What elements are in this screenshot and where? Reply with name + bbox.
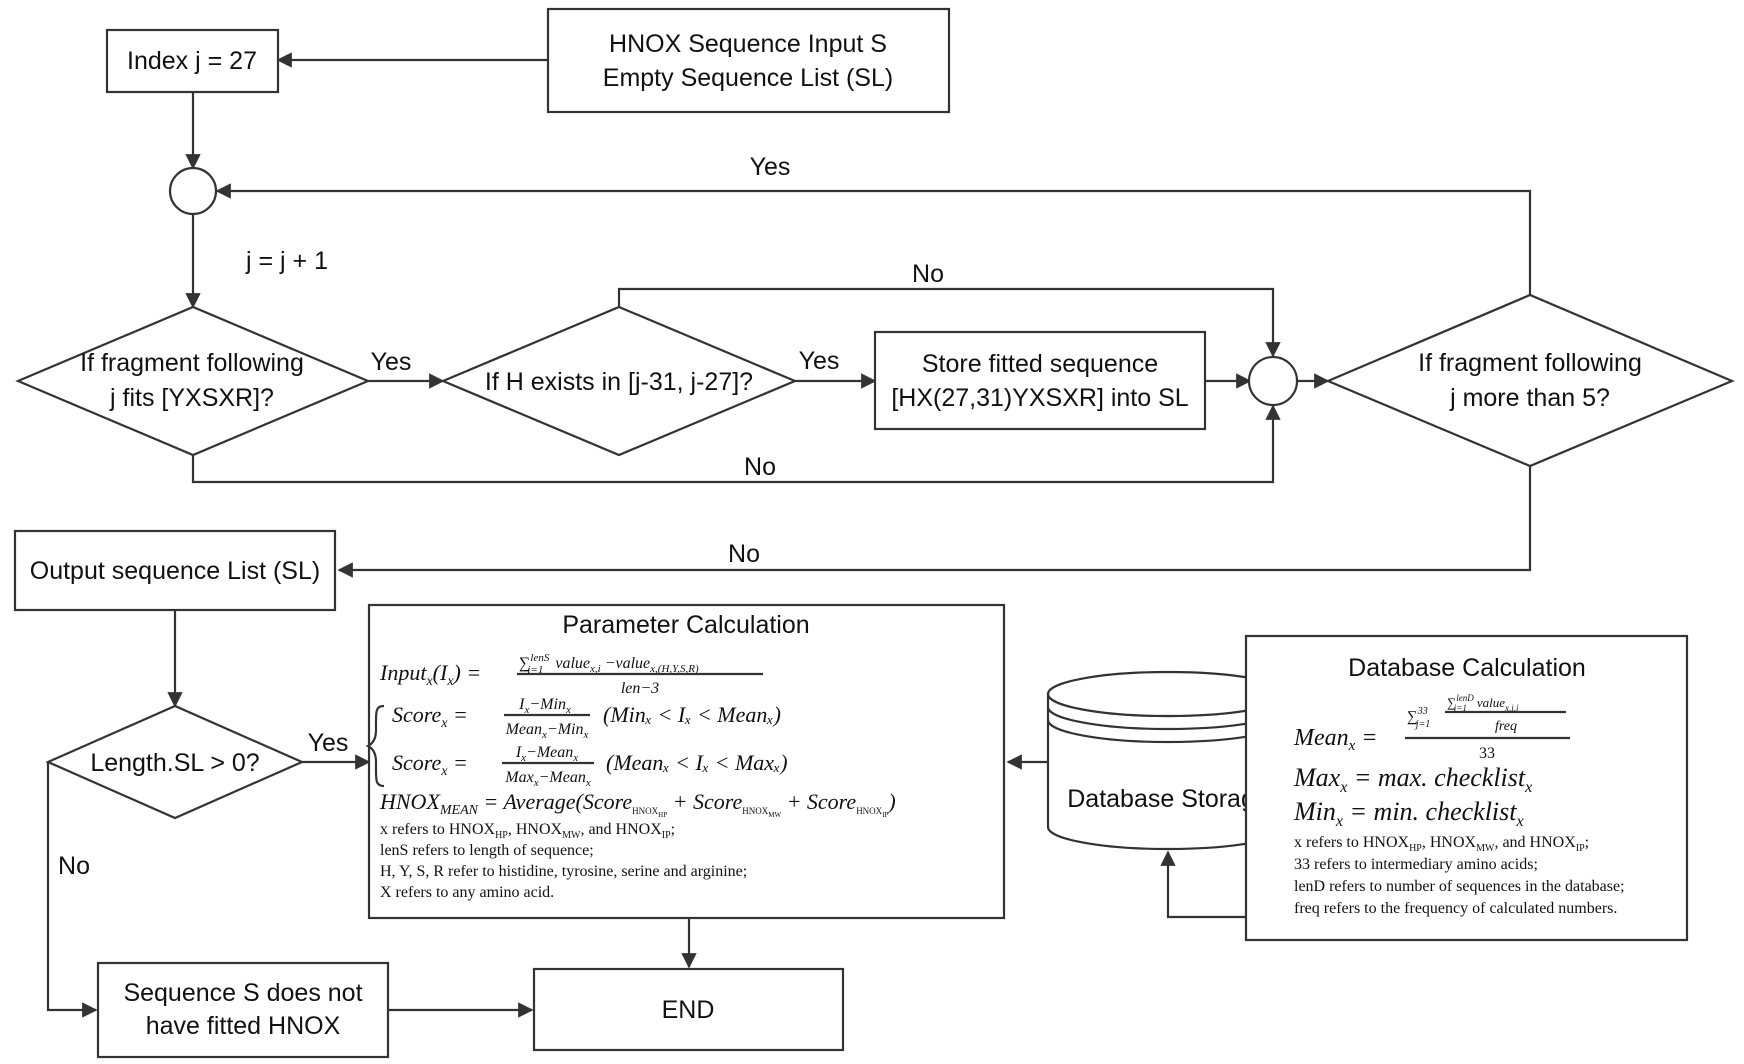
svg-text:Inputx(Ix) =: Inputx(Ix) = xyxy=(379,660,481,689)
param-note-4: X refers to any amino acid. xyxy=(380,884,554,901)
svg-text:Meanx−Minx: Meanx−Minx xyxy=(505,721,589,741)
equation-hnox-mean: HNOXMEAN = Average(ScoreHNOXHP + ScoreHN… xyxy=(379,789,896,819)
param-calc-title: Parameter Calculation xyxy=(562,611,809,639)
length-check-label: Length.SL > 0? xyxy=(90,749,259,777)
fragment-check-line2: j fits [YXSXR]? xyxy=(109,384,274,412)
param-note-2: lenS refers to length of sequence; xyxy=(380,842,594,859)
h-check-label: If H exists in [j-31, j-27]? xyxy=(485,368,753,396)
edge-labels: Yes No Yes Yes No No Yes No xyxy=(58,153,944,880)
equation-score-1: Scorex = Ix−Minx Meanx−Minx (Minₓ < Iₓ <… xyxy=(392,696,781,741)
label-loop-yes: Yes xyxy=(750,153,791,181)
db-note-4: freq refers to the frequency of calculat… xyxy=(1294,900,1617,917)
end-label: END xyxy=(662,996,715,1024)
arrow-more-no xyxy=(337,466,1532,578)
label-h-no: No xyxy=(912,260,944,288)
equation-brace xyxy=(365,704,385,788)
svg-text:Scorex =: Scorex = xyxy=(392,750,468,779)
store-line1: Store fitted sequence xyxy=(922,350,1158,378)
svg-text:(Minₓ < Iₓ < Meanₓ): (Minₓ < Iₓ < Meanₓ) xyxy=(603,702,781,727)
db-note-3: lenD refers to number of sequences in th… xyxy=(1294,878,1625,895)
output-label: Output sequence List (SL) xyxy=(30,557,320,585)
node-output: Output sequence List (SL) xyxy=(13,529,337,612)
increment-label: j = j + 1 xyxy=(245,247,328,275)
db-storage-label: Database Storage xyxy=(1067,785,1269,813)
svg-text:Meanx =: Meanx = xyxy=(1293,725,1378,754)
svg-text:len−3: len−3 xyxy=(621,680,659,697)
equation-score-2: Scorex = Ix−Meanx Maxx−Meanx (Meanₓ < Iₓ… xyxy=(392,744,788,789)
param-calc-panel: Parameter Calculation Inputx(Ix) = ∑lenS… xyxy=(365,603,1006,920)
svg-text:freq: freq xyxy=(1495,719,1517,734)
label-fragment-yes: Yes xyxy=(371,348,412,376)
svg-text:Maxx = max. checklistx: Maxx = max. checklistx xyxy=(1293,763,1532,796)
input-line2: Empty Sequence List (SL) xyxy=(603,64,893,92)
connectors xyxy=(46,52,1532,1018)
svg-text:HNOXMEAN = Average(ScoreHNOXHP: HNOXMEAN = Average(ScoreHNOXHP + ScoreHN… xyxy=(379,789,896,819)
svg-text:33: 33 xyxy=(1479,745,1495,762)
input-line1: HNOX Sequence Input S xyxy=(609,30,887,58)
label-length-yes: Yes xyxy=(308,729,349,757)
no-hnox-line2: have fitted HNOX xyxy=(146,1012,341,1040)
label-more-no: No xyxy=(728,540,760,568)
fragment-check-line1: If fragment following xyxy=(80,349,304,377)
svg-text:Maxx−Meanx: Maxx−Meanx xyxy=(504,769,591,789)
arrow-h-no xyxy=(617,287,1281,358)
node-h-check: If H exists in [j-31, j-27]? xyxy=(440,305,798,457)
junction-loop xyxy=(168,166,218,216)
no-hnox-line1: Sequence S does not xyxy=(123,979,362,1007)
param-note-1: x refers to HNOXHP, HNOXMW, and HNOXIP; xyxy=(380,821,675,841)
arrow-dbcalc-to-storage xyxy=(1160,850,1246,919)
param-note-3: H, Y, S, R refer to histidine, tyrosine,… xyxy=(380,863,747,880)
svg-text:Ix−Meanx: Ix−Meanx xyxy=(515,744,578,764)
node-fragment-check: If fragment following j fits [YXSXR]? xyxy=(15,305,371,457)
db-note-2: 33 refers to intermediary amino acids; xyxy=(1294,856,1538,873)
label-h-yes: Yes xyxy=(799,347,840,375)
node-db-storage: Database Storage xyxy=(1046,670,1290,851)
arrow-loop-yes xyxy=(215,183,1532,295)
arrow-length-no xyxy=(46,762,98,1018)
svg-text:(Meanₓ < Iₓ < Maxₓ): (Meanₓ < Iₓ < Maxₓ) xyxy=(606,750,788,775)
node-end: END xyxy=(532,967,845,1052)
more-check-line1: If fragment following xyxy=(1418,349,1642,377)
node-no-hnox: Sequence S does not have fitted HNOX xyxy=(96,961,390,1059)
index-label: Index j = 27 xyxy=(127,47,257,75)
more-check-line2: j more than 5? xyxy=(1449,384,1610,412)
db-calc-title: Database Calculation xyxy=(1348,654,1586,682)
svg-text:Ix−Minx: Ix−Minx xyxy=(518,696,571,716)
equation-max: Maxx = max. checklistx xyxy=(1293,763,1532,796)
junction-merge xyxy=(1247,355,1299,407)
node-length-check: Length.SL > 0? xyxy=(45,704,305,820)
svg-text:Scorex =: Scorex = xyxy=(392,702,468,731)
label-length-no: No xyxy=(58,852,90,880)
arrow-fragment-no xyxy=(191,404,1281,484)
equation-min: Minx = min. checklistx xyxy=(1293,797,1524,830)
store-line2: [HX(27,31)YXSXR] into SL xyxy=(891,384,1188,412)
node-store: Store fitted sequence [HX(27,31)YXSXR] i… xyxy=(873,330,1207,431)
svg-text:Minx = min. checklistx: Minx = min. checklistx xyxy=(1293,797,1524,830)
node-input: HNOX Sequence Input S Empty Sequence Lis… xyxy=(546,7,951,114)
node-more-check: If fragment following j more than 5? xyxy=(1325,293,1735,468)
label-fragment-no: No xyxy=(744,453,776,481)
node-index: Index j = 27 xyxy=(105,28,280,94)
db-note-1: x refers to HNOXHP, HNOXMW, and HNOXIP; xyxy=(1294,834,1589,854)
